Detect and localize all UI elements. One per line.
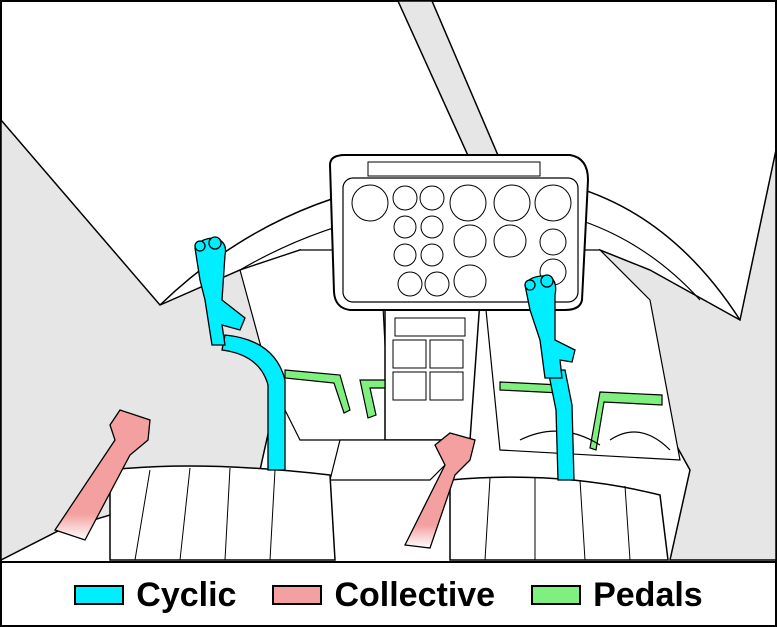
legend: Cyclic Collective Pedals (0, 563, 777, 627)
pedal-right-2 (589, 391, 663, 451)
legend-item-collective: Collective (272, 578, 495, 612)
pedestal-panel-1 (392, 339, 427, 369)
gauge (420, 215, 444, 239)
gauge (419, 185, 445, 211)
seat-right (449, 476, 669, 561)
legend-swatch-cyclic (74, 585, 125, 605)
cyclic-left-button (194, 240, 206, 252)
cyclic-right (524, 274, 576, 481)
cyclic-right-shaft (547, 369, 575, 481)
pedal-left-2 (359, 379, 386, 419)
cyclic-left-grip (194, 237, 246, 346)
collective-right (404, 432, 476, 549)
gauge (393, 243, 417, 267)
pedestal-panel-2 (429, 339, 464, 369)
pedals-group (284, 369, 663, 451)
cyclic-right-button (540, 274, 554, 288)
gauge (397, 271, 423, 297)
seat-left-lines (134, 467, 276, 561)
collective-left (53, 409, 151, 541)
cyclic-left (194, 236, 286, 471)
legend-item-cyclic: Cyclic (74, 578, 236, 612)
gauge (493, 224, 527, 258)
seat-left (109, 465, 336, 561)
legend-item-pedals: Pedals (531, 578, 703, 612)
gauge (453, 224, 487, 258)
cyclic-left-button (208, 236, 222, 250)
pedestal-panel-top (394, 317, 466, 337)
gauge (493, 184, 531, 222)
gauge (351, 184, 389, 222)
legend-label-cyclic: Cyclic (136, 576, 237, 614)
gauge (393, 215, 417, 239)
instrument-display-strip (367, 161, 541, 177)
gauges (351, 184, 572, 298)
cyclic-right-button (524, 279, 536, 291)
gauge (392, 185, 418, 211)
pedestal-panel-3 (392, 371, 427, 401)
legend-label-pedals: Pedals (593, 576, 703, 614)
pedestal-panel-4 (429, 371, 464, 401)
floor-lower (329, 439, 472, 481)
cyclic-right-grip (524, 275, 576, 379)
legend-swatch-collective (272, 585, 323, 605)
legend-swatch-pedals (531, 585, 582, 605)
legend-label-collective: Collective (334, 576, 496, 614)
cyclic-left-shaft (221, 334, 286, 471)
gauge (420, 243, 444, 267)
gauge (453, 264, 487, 298)
seat-right-lines (484, 477, 631, 561)
gauge (539, 228, 567, 256)
gauge (424, 271, 450, 297)
gauge (449, 184, 487, 222)
gauge (534, 184, 572, 222)
